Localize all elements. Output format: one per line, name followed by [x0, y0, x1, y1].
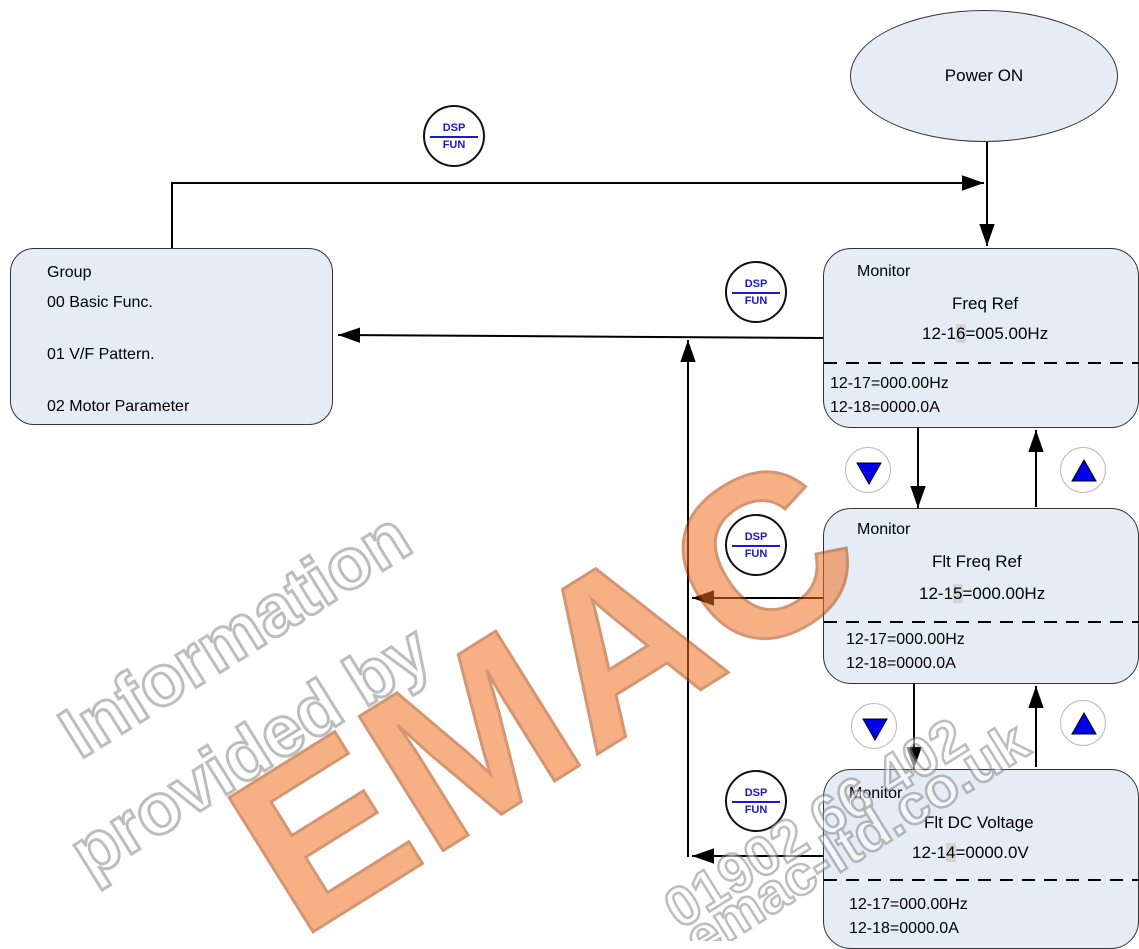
dsp-divider: [732, 801, 780, 803]
monitor-param: 12-16=005.00Hz: [922, 324, 1049, 343]
fun-label: FUN: [744, 804, 768, 816]
power-on-label: Power ON: [944, 66, 1024, 85]
monitor-name: Freq Ref: [952, 294, 1019, 313]
dsp-divider: [732, 545, 780, 547]
monitor-title: Monitor: [849, 785, 903, 802]
dsp-fun-key-icon: DSP FUN: [725, 514, 787, 576]
up-arrow-key-icon: [1060, 700, 1106, 746]
monitor-param: 12-15=000.00Hz: [919, 584, 1046, 603]
connector-monitor1-to-group: [337, 327, 825, 343]
monitor-line1: 12-17=000.00Hz: [849, 896, 968, 913]
monitor-line1: 12-17=000.00Hz: [846, 631, 965, 648]
monitor-line2: 12-18=0000.0A: [849, 920, 959, 937]
monitor-name: Flt DC Voltage: [924, 813, 1034, 832]
group-item-motor: 02 Motor Parameter: [47, 398, 190, 415]
dsp-fun-key-icon: DSP FUN: [423, 105, 485, 167]
dsp-fun-key-icon: DSP FUN: [725, 770, 787, 832]
dsp-label: DSP: [744, 787, 768, 799]
down-arrow-key-icon: [845, 447, 891, 493]
monitor-box-flt-dc-voltage: Monitor Flt DC Voltage 12-14=0000.0V 12-…: [823, 769, 1139, 949]
monitor-box-flt-freq-ref: Monitor Flt Freq Ref 12-15=000.00Hz 12-1…: [823, 508, 1139, 684]
fun-label: FUN: [442, 139, 466, 151]
monitor-box-freq-ref: Monitor Freq Ref 12-16=005.00Hz 12-17=00…: [823, 248, 1139, 428]
dsp-label: DSP: [744, 278, 768, 290]
group-item-vf: 01 V/F Pattern.: [47, 346, 155, 363]
up-arrow-key-icon: [1060, 447, 1106, 493]
connector-group-to-monitor: [171, 175, 984, 248]
group-box: Group 00 Basic Func. 01 V/F Pattern. 02 …: [10, 248, 333, 425]
monitor-line2: 12-18=0000.0A: [830, 399, 940, 416]
dsp-fun-key-icon: DSP FUN: [725, 261, 787, 323]
monitor-param: 12-14=0000.0V: [912, 843, 1029, 862]
monitor-name: Flt Freq Ref: [932, 552, 1022, 571]
down-arrow-key-icon: [851, 703, 897, 749]
dsp-label: DSP: [442, 122, 466, 134]
monitor-line1: 12-17=000.00Hz: [830, 375, 949, 392]
monitor-title: Monitor: [857, 521, 911, 538]
dsp-label: DSP: [744, 531, 768, 543]
fun-label: FUN: [744, 295, 768, 307]
monitor-line2: 12-18=0000.0A: [846, 655, 956, 672]
monitor-title: Monitor: [857, 263, 911, 280]
power-on-node: Power ON: [850, 10, 1118, 142]
fun-label: FUN: [744, 548, 768, 560]
group-title: Group: [47, 264, 92, 281]
dsp-divider: [430, 136, 478, 138]
group-item-basic: 00 Basic Func.: [47, 294, 153, 311]
dsp-divider: [732, 292, 780, 294]
